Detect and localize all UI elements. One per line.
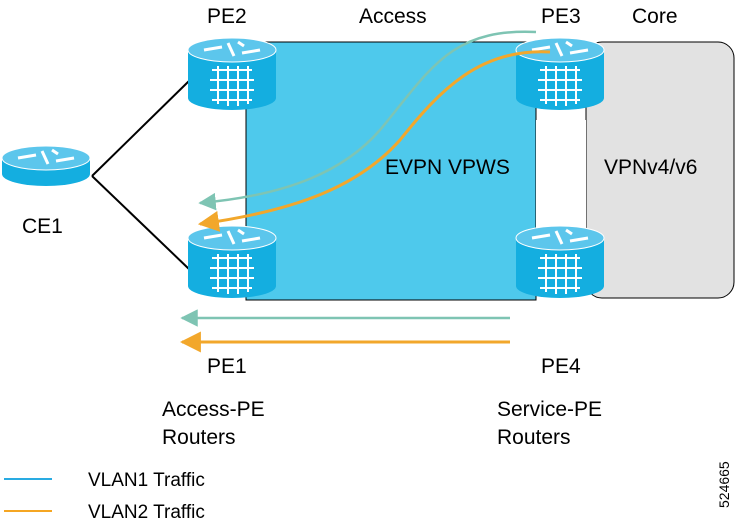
- vlan1-arrow-pe3-pe1: [198, 30, 537, 211]
- access-pe-label-line2: Routers: [162, 426, 236, 449]
- pe3-label: PE3: [541, 5, 581, 28]
- link-ce1-pe1: [91, 175, 191, 271]
- pe2-label: PE2: [207, 5, 247, 28]
- pe4-label: PE4: [541, 355, 581, 378]
- legend-vlan1-label: VLAN1 Traffic: [88, 470, 205, 491]
- service-pe-label: Service-PE: [497, 398, 602, 421]
- service-pe-label-line2: Routers: [497, 426, 571, 449]
- access-label: Access: [359, 5, 427, 28]
- ce1-label: CE1: [22, 215, 63, 238]
- router-icon: [186, 36, 278, 112]
- vlan2-arrow-pe3-pe1: [197, 50, 551, 232]
- access-region: [245, 41, 537, 301]
- pe1-label: PE1: [207, 355, 247, 378]
- router-icon: [0, 144, 92, 188]
- access-pe-label: Access-PE: [162, 398, 265, 421]
- core-label: Core: [632, 5, 678, 28]
- evpn-label: EVPN VPWS: [385, 156, 510, 179]
- router-icon: [514, 224, 606, 300]
- vpn-label: VPNv4/v6: [604, 156, 697, 179]
- figure-id: 524665: [716, 461, 732, 508]
- router-icon: [514, 36, 606, 112]
- router-icon: [186, 224, 278, 300]
- legend-vlan2-label: VLAN2 Traffic: [88, 502, 205, 523]
- link-ce1-pe2: [91, 79, 191, 177]
